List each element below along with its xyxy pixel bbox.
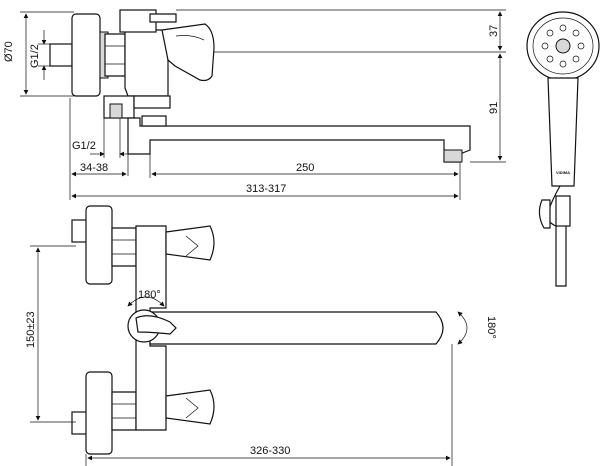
side-view-dimensions: Ø70 G1/2 G1/2 34-38 250 313-317 37 91 [3, 9, 506, 200]
dim-250: 250 [296, 162, 314, 174]
upper-handle [165, 225, 215, 261]
spout [127, 117, 471, 163]
dim-34-38: 34-38 [80, 162, 108, 174]
front-view [71, 205, 468, 455]
rotation-arc-spout [457, 311, 468, 345]
hand-shower: VIDIMA [526, 11, 600, 287]
holder-clip [555, 195, 571, 227]
side-view [49, 9, 471, 163]
rotation-arc-diverter [127, 296, 165, 307]
lower-flange [85, 371, 113, 455]
mixer-body [124, 29, 169, 97]
spout-front [149, 311, 444, 345]
shower-nozzles [541, 24, 585, 68]
lever-handle [161, 23, 215, 82]
dim-150: 150±23 [25, 311, 37, 348]
upper-flange [85, 205, 113, 285]
lower-handle [165, 389, 215, 425]
dim-37: 37 [488, 25, 500, 37]
dim-313-317: 313-317 [246, 183, 286, 195]
lower-nut [111, 391, 137, 431]
shower-handle [547, 77, 579, 187]
front-view-dimensions: 180° 180° 150±23 326-330 [25, 245, 497, 466]
hex-nut [104, 33, 126, 77]
wall-flange [71, 13, 101, 97]
upper-nut [111, 227, 137, 267]
dim-91: 91 [488, 102, 500, 114]
brand-label: VIDIMA [556, 170, 570, 175]
dim-diameter: Ø70 [3, 41, 15, 62]
diverter-lever [135, 315, 177, 335]
dim-thread-left: G1/2 [29, 44, 41, 68]
wall-holder [538, 199, 551, 229]
diverter-right [133, 95, 171, 109]
inlet-pipe [49, 43, 73, 67]
rot-mid-label: 180° [138, 289, 161, 301]
dim-thread-bottom: G1/2 [72, 140, 96, 152]
rot-right-label: 180° [485, 316, 497, 339]
top-pin [149, 13, 177, 23]
dim-326-330: 326-330 [250, 445, 290, 457]
